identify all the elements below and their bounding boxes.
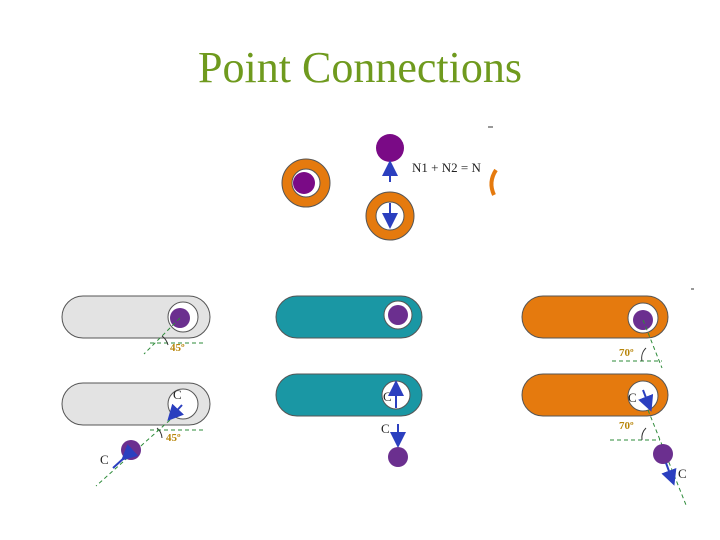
c-label: C <box>678 466 687 481</box>
angle-arc <box>641 347 647 362</box>
pin-left <box>293 172 315 194</box>
equation-label: N1 + N2 = N <box>412 160 481 175</box>
angle-arc <box>641 427 647 441</box>
c-label: C <box>100 452 109 467</box>
angle-arc <box>156 427 163 439</box>
teal-slot-top <box>275 295 423 339</box>
angle-label-70: 70º <box>619 347 634 359</box>
c-label: C <box>628 390 637 405</box>
grey-slot-top: 45º <box>61 295 211 355</box>
angle-label-70: 70º <box>619 420 634 432</box>
angle-label-45: 45º <box>166 432 181 444</box>
angle-label-45: 45º <box>170 342 185 354</box>
ring-edge-fragment <box>489 168 498 196</box>
c-label: C <box>383 389 392 404</box>
c-label: C <box>173 387 182 402</box>
force-arrow-70 <box>661 462 677 486</box>
guide-line-45 <box>143 317 181 355</box>
pin <box>388 305 408 325</box>
pin <box>653 444 673 464</box>
force-arrow-45 <box>167 403 185 421</box>
pin-top <box>376 134 404 162</box>
pin <box>121 440 141 460</box>
c-label: C <box>381 421 390 436</box>
teal-slot-body <box>275 295 423 339</box>
force-arrow-70 <box>638 389 654 412</box>
grey-slot-bottom: C 45º C <box>61 382 211 487</box>
pin <box>388 447 408 467</box>
angle-arc <box>161 335 169 346</box>
force-arrow-45 <box>112 444 139 469</box>
orange-slot-top: 70º <box>521 288 694 369</box>
separated-pin-group: N1 + N2 = N <box>365 126 498 241</box>
free-pin-group <box>281 158 331 208</box>
guide-line-70 <box>642 319 663 369</box>
page-title: Point Connections <box>198 43 522 92</box>
teal-slot-bottom: C C <box>275 373 423 467</box>
teal-slot-body <box>275 373 423 417</box>
orange-slot-bottom: C 70º C <box>521 373 687 506</box>
